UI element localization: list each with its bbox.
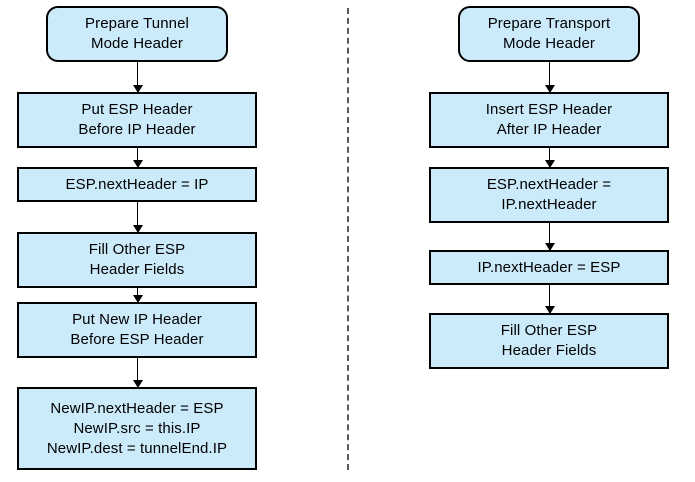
arrow-shaft — [137, 358, 138, 387]
arrow-head-icon — [544, 85, 555, 93]
flowchart-node-tunnel-put-new-ip-header: Put New IP Header Before ESP Header — [17, 302, 257, 358]
flowchart-node-tunnel-start: Prepare Tunnel Mode Header — [46, 6, 228, 62]
arrow-head-icon — [132, 380, 143, 388]
node-label: Prepare Tunnel Mode Header — [85, 15, 189, 52]
node-label: Insert ESP Header After IP Header — [485, 101, 613, 138]
flowchart-node-tunnel-fill-other-esp: Fill Other ESP Header Fields — [17, 232, 257, 288]
node-label: ESP.nextHeader = IP.nextHeader — [486, 176, 612, 213]
arrow-shaft — [549, 148, 550, 167]
arrow-head-icon — [132, 160, 143, 168]
arrow-head-icon — [544, 306, 555, 314]
flowchart-node-transport-fill-other-esp: Fill Other ESP Header Fields — [429, 313, 669, 369]
flowchart-node-tunnel-esp-nextheader: ESP.nextHeader = IP — [17, 167, 257, 202]
node-label: ESP.nextHeader = IP — [65, 175, 209, 193]
node-label: IP.nextHeader = ESP — [477, 258, 621, 276]
node-label: NewIP.nextHeader = ESP NewIP.src = this.… — [46, 399, 228, 457]
column-divider-line — [347, 8, 349, 470]
arrow-head-icon — [132, 295, 143, 303]
arrow-head-icon — [132, 225, 143, 233]
arrow-head-icon — [132, 85, 143, 93]
flowchart-node-transport-insert-esp-header: Insert ESP Header After IP Header — [429, 92, 669, 148]
flowchart-node-transport-ip-nextheader: IP.nextHeader = ESP — [429, 250, 669, 285]
arrow-shaft — [137, 62, 138, 92]
arrow-shaft — [549, 223, 550, 250]
arrow-shaft — [549, 285, 550, 313]
flowchart-node-transport-start: Prepare Transport Mode Header — [458, 6, 640, 62]
node-label: Put ESP Header Before IP Header — [78, 101, 196, 138]
arrow-head-icon — [544, 160, 555, 168]
flowchart-node-tunnel-newip-fields: NewIP.nextHeader = ESP NewIP.src = this.… — [17, 387, 257, 470]
flowchart-node-tunnel-put-esp-header: Put ESP Header Before IP Header — [17, 92, 257, 148]
arrow-head-icon — [544, 243, 555, 251]
node-label: Prepare Transport Mode Header — [487, 15, 611, 52]
arrow-shaft — [549, 62, 550, 92]
arrow-shaft — [137, 202, 138, 232]
arrow-shaft — [137, 148, 138, 167]
node-label: Put New IP Header Before ESP Header — [70, 311, 204, 348]
node-label: Fill Other ESP Header Fields — [500, 322, 598, 359]
node-label: Fill Other ESP Header Fields — [88, 241, 186, 278]
flowchart-node-transport-esp-nextheader: ESP.nextHeader = IP.nextHeader — [429, 167, 669, 223]
